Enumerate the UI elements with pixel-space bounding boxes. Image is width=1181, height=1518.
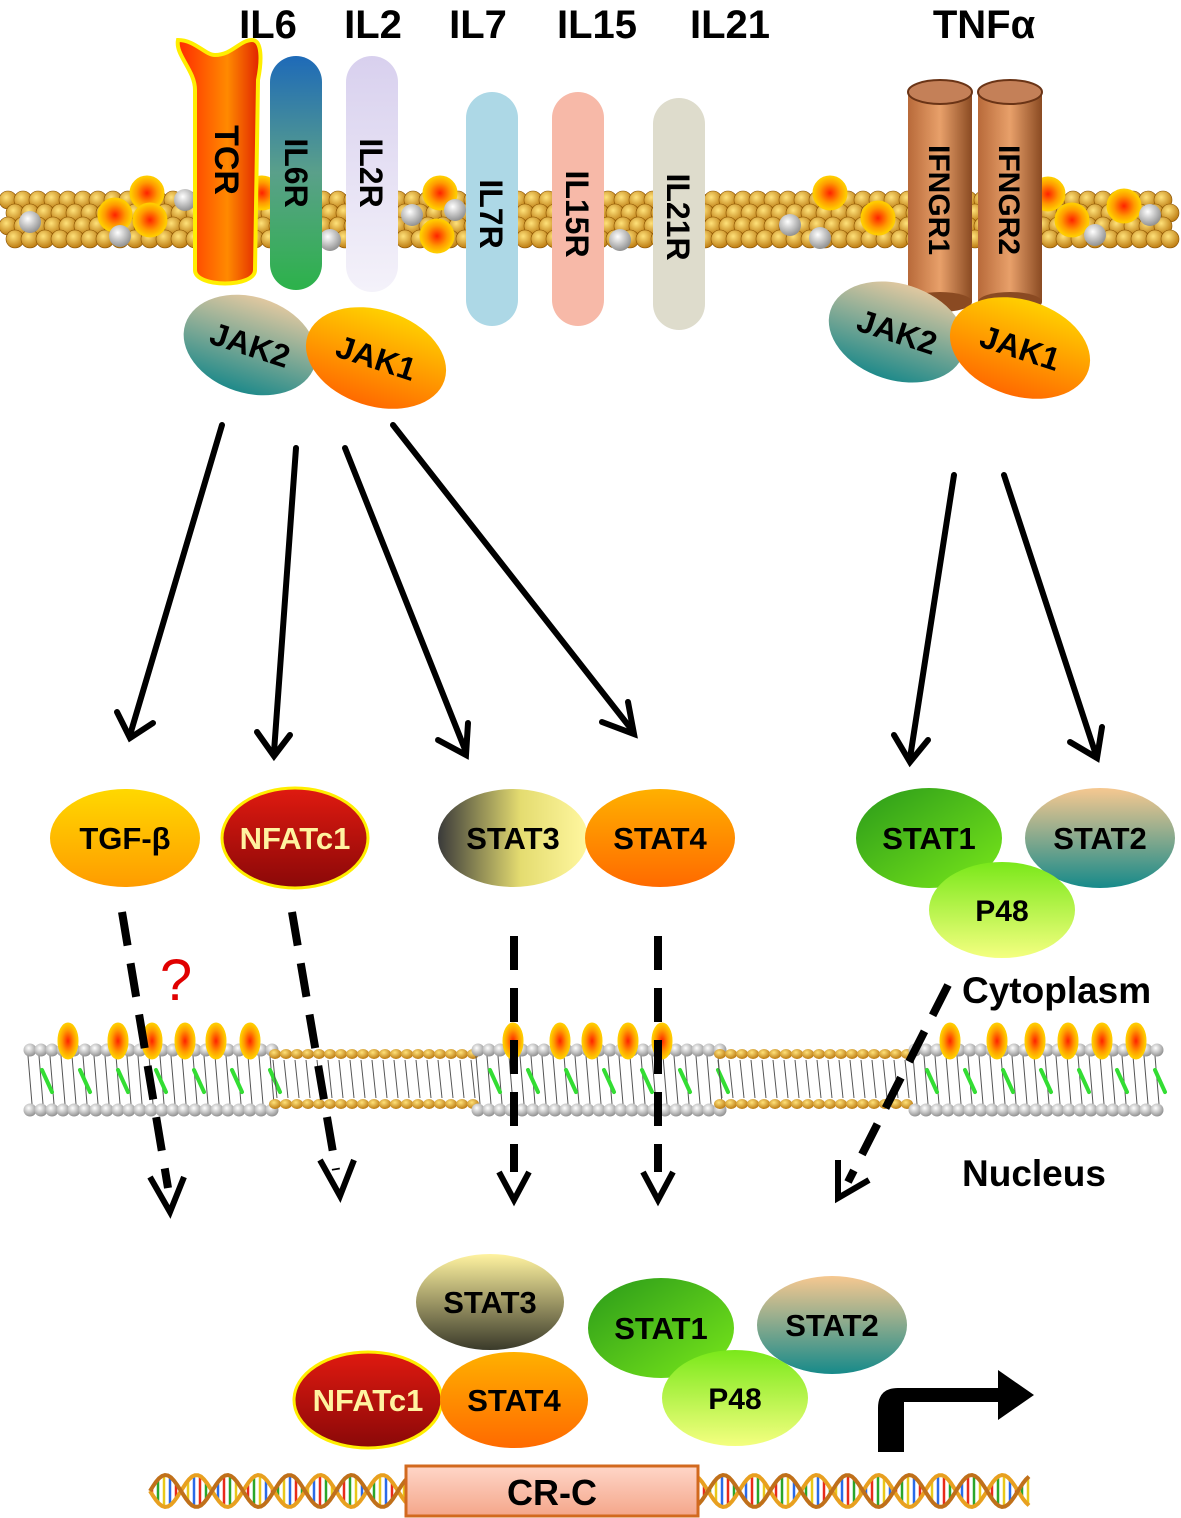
nuclear-p48-label: P48 xyxy=(708,1383,761,1416)
cytoplasm-factors: TGF-β NFATc1 STAT3 STAT4 STAT1 STAT2 P48 xyxy=(50,786,1175,958)
il21r-receptor: IL21R xyxy=(653,98,705,330)
arrow-to-stat2 xyxy=(1001,472,1105,763)
transcription-start-arrow xyxy=(878,1370,1034,1452)
ifngr2-label: IFNGR2 xyxy=(992,145,1025,255)
nuclear-stat3-label: STAT3 xyxy=(443,1285,537,1320)
cr-c-label: CR-C xyxy=(507,1472,597,1513)
nucleus-label: Nucleus xyxy=(962,1153,1106,1194)
nuclear-nfatc1-label: NFATc1 xyxy=(313,1383,424,1418)
arrow-to-tgfb xyxy=(114,422,225,743)
ligand-il7: IL7 xyxy=(449,3,507,47)
cr-c-promoter: CR-C xyxy=(404,1464,700,1518)
p48-label: P48 xyxy=(975,895,1028,928)
ligand-il15: IL15 xyxy=(557,3,637,47)
nfatc1-label: NFATc1 xyxy=(240,821,351,856)
nuclear-membrane xyxy=(23,1022,1167,1117)
il6r-label: IL6R xyxy=(278,138,314,207)
dashed-arrow-stat-complex xyxy=(835,983,952,1204)
tcr-label: TCR xyxy=(207,125,245,195)
il6r-receptor: IL6R xyxy=(270,56,322,290)
nuclear-stat1-label: STAT1 xyxy=(614,1311,708,1346)
il21r-label: IL21R xyxy=(660,173,696,260)
il15r-receptor: IL15R xyxy=(552,92,604,326)
nuclear-stat2-label: STAT2 xyxy=(785,1308,879,1343)
arrow-to-stat3 xyxy=(342,445,471,760)
arrow-to-stat4 xyxy=(390,422,638,739)
il7r-label: IL7R xyxy=(473,179,509,248)
stat4-label: STAT4 xyxy=(613,821,707,856)
ifngr1-label: IFNGR1 xyxy=(922,145,955,255)
arrow-to-stat1 xyxy=(891,472,957,768)
nuclear-stat4-label: STAT4 xyxy=(467,1383,561,1418)
tgfb-label: TGF-β xyxy=(79,821,170,856)
arrow-to-nfatc1 xyxy=(254,445,299,762)
translocation-arrows xyxy=(118,911,952,1219)
il15r-label: IL15R xyxy=(559,170,595,257)
cytoplasm-label: Cytoplasm xyxy=(962,970,1151,1011)
ligand-tnfa: TNFα xyxy=(933,3,1036,47)
dashed-arrow-stat3 xyxy=(496,936,532,1207)
ligand-il2: IL2 xyxy=(344,3,402,47)
kinases: JAK2 JAK1 JAK2 JAK1 xyxy=(183,281,1091,409)
ligand-labels: IL6 IL2 IL7 IL15 IL21 TNFα xyxy=(239,3,1035,47)
tcr-receptor: TCR xyxy=(175,37,263,286)
dashed-arrow-stat4 xyxy=(640,936,676,1207)
ifngr2-receptor: IFNGR2 xyxy=(977,79,1043,312)
nuclear-factors: STAT3 NFATc1 STAT4 STAT1 STAT2 P48 xyxy=(292,1254,907,1450)
question-mark: ? xyxy=(160,948,192,1013)
receptors: TCR IL6R IL2R IL7R IL15R IL21R IFNGR1 xyxy=(175,37,1043,330)
stat1-label: STAT1 xyxy=(882,821,976,856)
stat3-label: STAT3 xyxy=(466,821,560,856)
ifngr1-receptor: IFNGR1 xyxy=(907,79,973,312)
dashed-arrow-nfatc1 xyxy=(288,911,357,1204)
il7r-receptor: IL7R xyxy=(466,92,518,326)
il2r-label: IL2R xyxy=(353,138,389,207)
dashed-arrow-tgfb xyxy=(118,911,187,1219)
signal-arrows xyxy=(114,422,1105,768)
stat2-label: STAT2 xyxy=(1053,821,1147,856)
ligand-il21: IL21 xyxy=(690,3,770,47)
il2r-receptor: IL2R xyxy=(346,56,398,292)
